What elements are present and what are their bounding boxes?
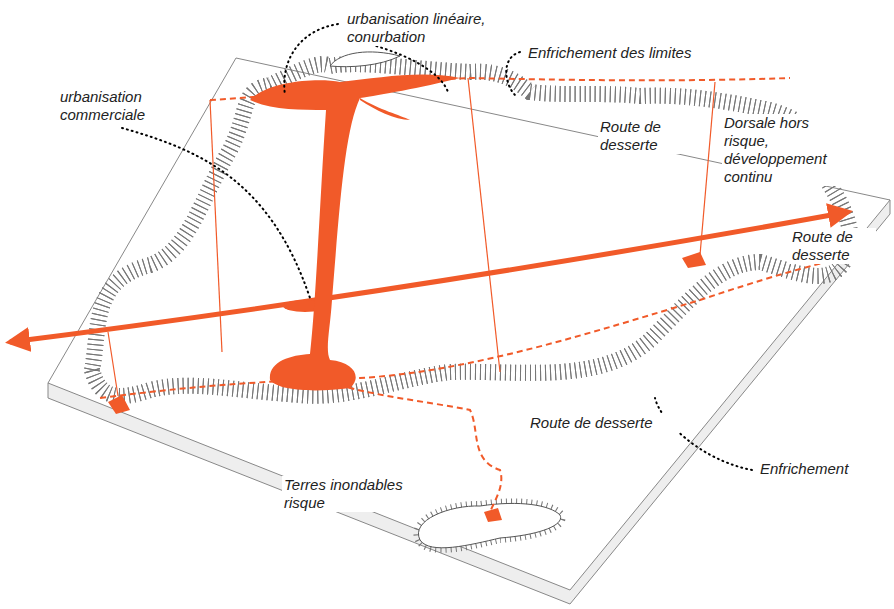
map-label: Terres inondables risque	[282, 476, 418, 512]
map-label: urbanisation commerciale	[58, 88, 177, 124]
urban-areas	[108, 75, 706, 522]
map-label: Route de desserte	[528, 414, 682, 432]
map-label: urbanisation linéaire, conurbation	[345, 10, 519, 46]
map-label: Route de desserte	[790, 228, 876, 264]
plateau-knoll	[330, 52, 400, 67]
map-label: Enfrichement des limites	[526, 44, 730, 62]
slab-top	[48, 58, 890, 590]
map-label: Dorsale hors risque, développement conti…	[722, 114, 848, 186]
leader-lines	[122, 24, 752, 470]
map-label: Enfrichement	[758, 460, 882, 478]
ridge-axis	[10, 212, 848, 342]
slope-links	[108, 78, 715, 396]
island-outline	[418, 503, 560, 547]
map-label: Route de desserte	[598, 118, 684, 154]
island-hatching	[418, 503, 560, 547]
